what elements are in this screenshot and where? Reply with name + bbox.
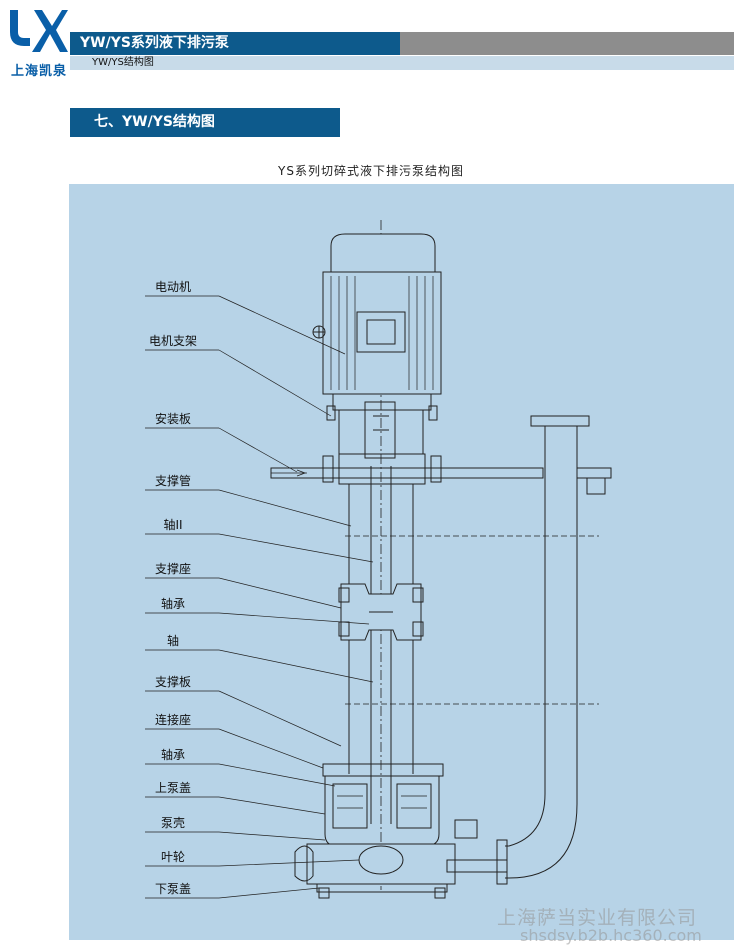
company-logo: 上海凯泉 xyxy=(4,6,68,79)
label-shaft-2: 轴II xyxy=(163,518,183,532)
label-bearing-upper: 轴承 xyxy=(160,597,185,611)
diagram-panel: 电动机 电机支架 安装板 支撑管 轴II 支撑座 轴承 轴 支撑板 连接座 轴承… xyxy=(69,184,734,940)
mounting-plate xyxy=(270,453,544,485)
label-support-seat: 支撑座 xyxy=(154,562,191,576)
label-lower-pump-cover: 下泵盖 xyxy=(154,882,191,896)
label-support-plate: 支撑板 xyxy=(154,675,191,689)
label-impeller: 叶轮 xyxy=(160,850,185,864)
watermark-url: shsdsy.b2b.hc360.com xyxy=(520,926,702,945)
discharge-pipe xyxy=(496,415,612,885)
label-support-pipe: 支撑管 xyxy=(154,474,191,488)
label-shaft: 轴 xyxy=(166,634,179,648)
logo-mark-icon xyxy=(10,10,68,52)
support-seat xyxy=(338,583,424,641)
motor-bracket xyxy=(326,393,438,459)
pump-structure-diagram xyxy=(145,220,612,899)
label-connecting-seat: 连接座 xyxy=(154,713,191,727)
title-bar-filler xyxy=(400,32,734,55)
logo-text: 上海凯泉 xyxy=(10,64,67,79)
label-mounting-plate: 安装板 xyxy=(154,412,191,426)
motor xyxy=(312,233,442,395)
label-motor: 电动机 xyxy=(154,280,191,294)
section-heading: 七、YW/YS结构图 xyxy=(70,108,340,137)
label-bearing-lower: 轴承 xyxy=(160,748,185,762)
watermark-company: 上海萨当实业有限公司 xyxy=(497,907,698,929)
label-upper-pump-cover: 上泵盖 xyxy=(154,781,191,795)
diagram-title: YS系列切碎式液下排污泵结构图 xyxy=(278,164,464,178)
support-pipe xyxy=(345,466,599,824)
leader-lines xyxy=(145,295,374,899)
page-title: YW/YS系列液下排污泵 xyxy=(70,32,400,55)
page-subtitle: YW/YS结构图 xyxy=(70,56,734,70)
label-pump-casing: 泵壳 xyxy=(160,816,185,830)
label-motor-bracket: 电机支架 xyxy=(148,334,197,348)
